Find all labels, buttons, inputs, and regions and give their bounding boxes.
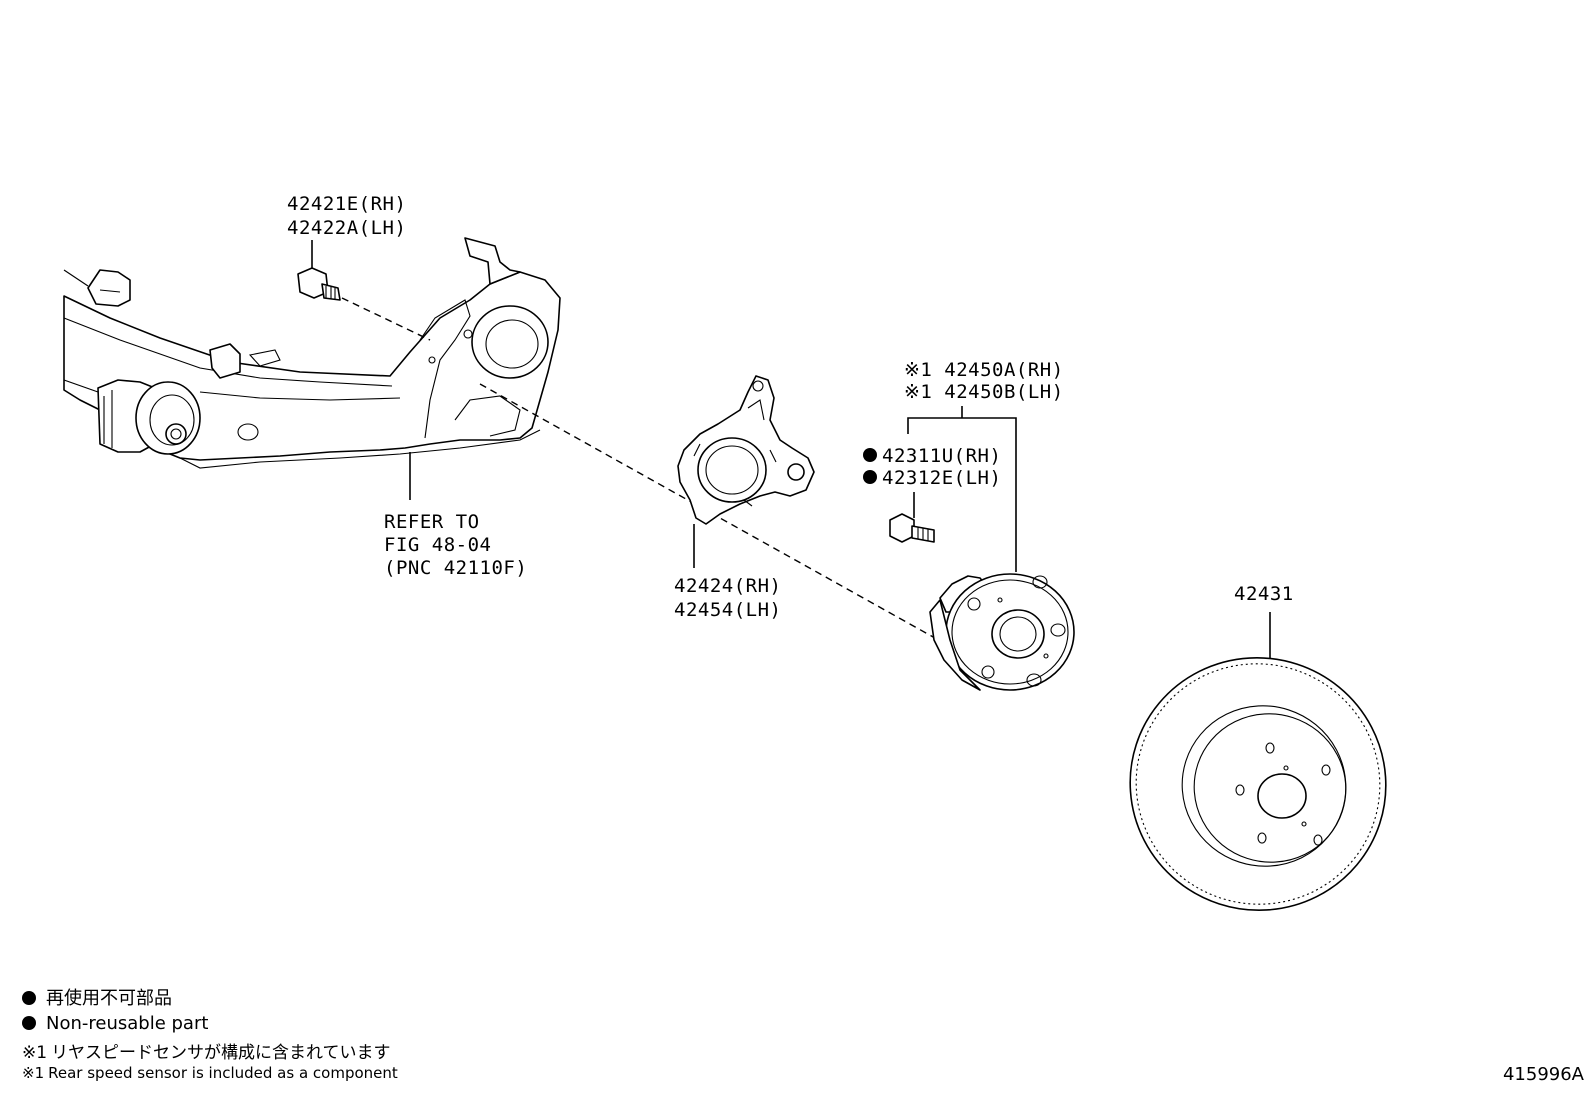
rear-axle-carrier <box>677 375 815 525</box>
label-carrier-rh: 42424(RH) <box>674 575 781 597</box>
filled-circle-icon <box>22 991 36 1005</box>
label-hub-bolt-rh: 42311U(RH) <box>882 445 1001 467</box>
label-hub-lh: ※1 42450B(LH) <box>904 381 1064 403</box>
label-disc: 42431 <box>1234 583 1294 605</box>
label-hub-rh: ※1 42450A(RH) <box>904 359 1064 381</box>
brake-disc <box>1129 612 1387 911</box>
label-refer-2: FIG 48-04 <box>384 534 491 556</box>
centerline-axle <box>479 383 961 653</box>
filled-circle-icon <box>863 448 877 462</box>
label-refer-1: REFER TO <box>384 511 480 533</box>
bolt-42421e <box>297 240 341 301</box>
label-refer-3: (PNC 42110F) <box>384 557 527 579</box>
legend-nonreusable-jp: 再使用不可部品 <box>22 988 172 1010</box>
leader-hub <box>907 406 1017 572</box>
drawing-id: 415996A <box>1502 1064 1584 1085</box>
filled-circle-icon <box>863 470 877 484</box>
filled-circle-icon <box>22 1016 36 1030</box>
label-bolt-rh: 42421E(RH) <box>287 193 406 215</box>
legend-nonreusable-en: Non-reusable part <box>22 1013 208 1035</box>
label-bolt-lh: 42422A(LH) <box>287 217 406 239</box>
hub-bearing-assembly <box>929 573 1075 691</box>
label-carrier-lh: 42454(LH) <box>674 599 781 621</box>
rear-axle-beam <box>63 237 561 469</box>
label-hub-bolt-lh: 42312E(LH) <box>882 467 1001 489</box>
centerline-bolt <box>341 297 431 341</box>
hub-bolt <box>889 492 935 543</box>
